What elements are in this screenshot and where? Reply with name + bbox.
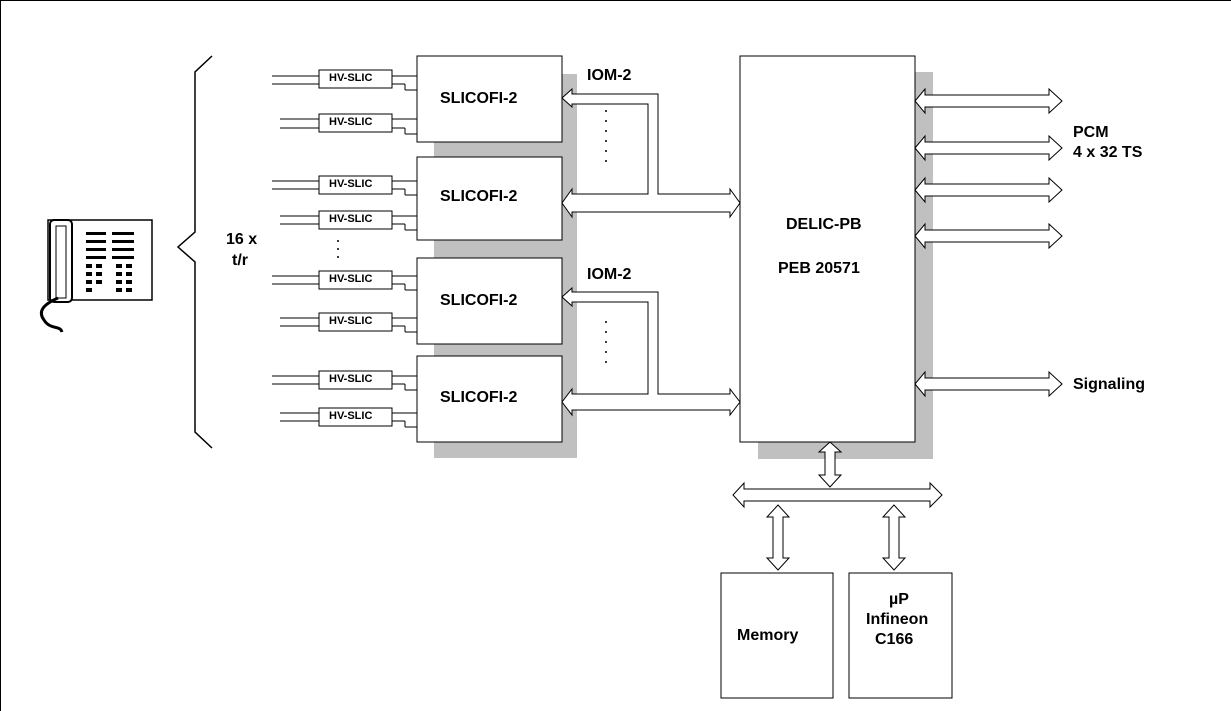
iom-label: IOM-2 [587,266,632,283]
delic-part-number: PEB 20571 [778,260,860,277]
slicofi-label: SLICOFI-2 [440,188,518,205]
slicofi-label: SLICOFI-2 [440,292,518,309]
signaling-bus-arrow [914,370,1063,398]
memory-block [720,572,834,699]
line-brace [176,55,213,449]
hv-slic-label: HV-SLIC [329,373,373,385]
micro-block [848,572,953,699]
local-bus [732,441,943,571]
pcm-timeslots-label: 4 x 32 TS [1073,144,1143,161]
micro-model-label: C166 [875,631,914,648]
signaling-label: Signaling [1073,376,1145,393]
micro-vendor-label: Infineon [866,611,929,628]
slicofi-label: SLICOFI-2 [440,90,518,107]
hv-slic-label: HV-SLIC [329,116,373,128]
delic-title: DELIC-PB [786,216,862,233]
hv-slic-label: HV-SLIC [329,315,373,327]
hv-slic-label: HV-SLIC [329,273,373,285]
pcm-bus-arrows [914,87,1063,398]
delic-block [739,55,916,443]
hv-slic-label: HV-SLIC [329,72,373,84]
lines-type: t/r [232,252,248,269]
slicofi-label: SLICOFI-2 [440,389,518,406]
hv-slic-boxes [318,69,393,427]
memory-label: Memory [737,627,799,644]
lines-count: 16 x [226,231,258,248]
hv-slic-label: HV-SLIC [329,178,373,190]
telephone-icon [39,219,153,333]
pcm-label: PCM [1073,124,1109,141]
hv-slic-label: HV-SLIC [329,410,373,422]
slicofi-blocks [416,55,563,443]
tr-wires [272,75,417,428]
micro-label: µP [889,591,909,608]
iom-label: IOM-2 [587,67,632,84]
iom-bus-lower [561,286,741,417]
hv-slic-label: HV-SLIC [329,213,373,225]
iom-bus-upper [561,87,741,219]
